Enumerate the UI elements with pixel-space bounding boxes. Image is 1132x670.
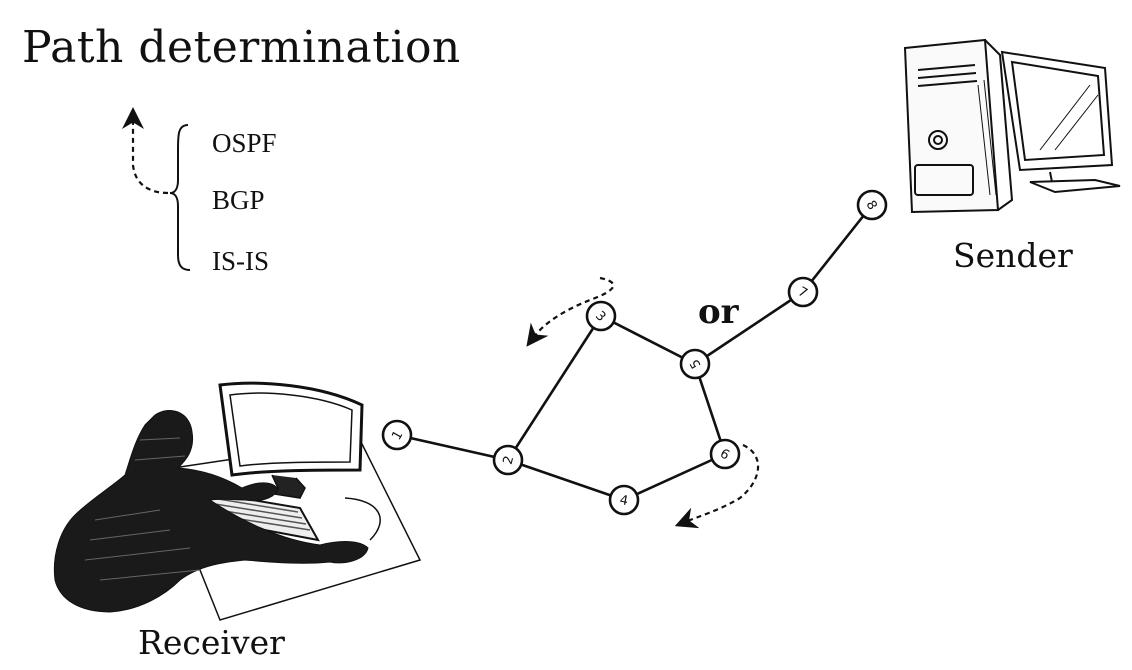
link-1-2: [396, 433, 509, 462]
node-4: 4: [608, 484, 640, 516]
sender-label: Sender: [953, 236, 1073, 275]
node-label: 4: [618, 493, 629, 509]
protocol-is-is: IS-IS: [212, 246, 270, 276]
link-2-4: [507, 458, 625, 502]
node-circle: [585, 300, 617, 332]
receiver-label: Receiver: [138, 623, 285, 662]
node-2: 2: [492, 444, 524, 476]
desktop-computer-icon: [903, 38, 1121, 214]
person-at-computer-icon: [53, 381, 422, 621]
node-label: 2: [501, 454, 518, 466]
node-circle: [381, 419, 413, 451]
or-label: or: [698, 292, 739, 332]
node-circle: [709, 438, 741, 470]
node-5: 5: [679, 348, 711, 380]
protocol-ospf: OSPF: [212, 128, 277, 158]
node-circle: [679, 348, 711, 380]
node-3: 3: [585, 300, 617, 332]
page-title: Path determination: [22, 22, 461, 73]
node-7: 7: [787, 276, 819, 308]
network-links: [396, 204, 874, 502]
dashed-up-arrow: [122, 107, 169, 195]
node-8: 8: [856, 189, 888, 221]
link-4-6: [623, 452, 726, 502]
link-7-8: [801, 204, 874, 293]
link-2-3: [506, 315, 603, 461]
protocol-brace: [169, 124, 191, 271]
link-3-5: [600, 314, 696, 366]
node-circle: [787, 276, 819, 308]
dashed-arrow-upper: [526, 276, 615, 347]
link-6-5: [693, 363, 727, 455]
link-5-7: [694, 290, 804, 366]
node-circle: [856, 189, 888, 221]
node-circle: [608, 484, 640, 516]
node-1: 1: [381, 419, 413, 451]
dashed-arrow-lower: [674, 443, 760, 529]
network-nodes: 1 2 3 4 5 6 7 8: [381, 189, 888, 516]
node-circle: [492, 444, 524, 476]
node-6: 6: [709, 438, 741, 470]
protocol-bgp: BGP: [212, 185, 265, 215]
